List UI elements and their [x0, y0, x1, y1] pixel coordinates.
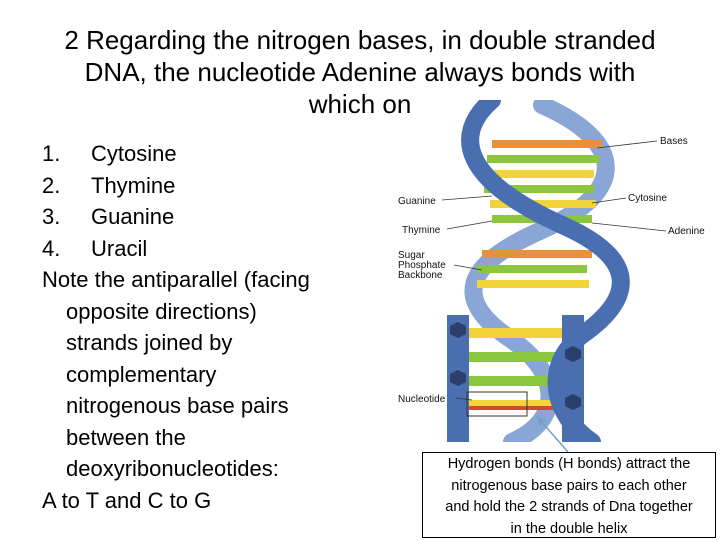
pointer-cytosine — [591, 197, 627, 204]
label-bases: Bases — [660, 136, 688, 147]
note-line-7: deoxyribonucleotides: — [66, 456, 279, 481]
label-cytosine: Cytosine — [628, 193, 667, 204]
title-line-1: 2 Regarding the nitrogen bases, in doubl… — [64, 25, 656, 55]
nucleotide-highlight-box — [466, 391, 528, 417]
option-1[interactable]: 1. Cytosine — [42, 138, 362, 170]
phosphate-groups — [450, 322, 581, 410]
label-adenine: Adenine — [668, 226, 705, 237]
answer-options: 1.Cytosine 2.Thymine 3.Guanine 4.Uracil … — [42, 138, 362, 516]
option-number: 2. — [42, 172, 61, 198]
note-line-6: between the — [66, 424, 186, 450]
label-guanine: Guanine — [398, 196, 436, 207]
note-line-1: Note the antiparallel (facing — [42, 267, 310, 292]
pointer-guanine — [441, 195, 493, 201]
option-text: Cytosine — [91, 141, 177, 166]
backbone-right-column — [562, 315, 584, 442]
option-text: Thymine — [91, 172, 176, 198]
label-thymine: Thymine — [402, 225, 441, 236]
pointer-thymine — [446, 220, 493, 230]
base-pairs-bottom — [460, 328, 568, 410]
option-number: 3. — [42, 204, 61, 229]
note-text: Note the antiparallel (facing opposite d… — [42, 264, 362, 516]
note-line-3: strands joined by — [66, 330, 233, 355]
pointer-backbone — [453, 264, 483, 271]
pointer-adenine — [591, 222, 667, 232]
callout-line-4: in the double helix — [510, 520, 628, 537]
callout-line-2: nitrogenous base pairs to each other — [451, 477, 687, 494]
title-line-3: which on — [308, 89, 412, 119]
label-phosphate: Phosphate — [398, 260, 446, 271]
option-number: 1. — [42, 141, 61, 166]
option-text: Guanine — [91, 204, 175, 229]
note-line-5: nitrogenous base pairs — [66, 393, 289, 418]
option-2[interactable]: 2. Thymine — [42, 170, 362, 202]
dna-helix-diagram: Bases Guanine Cytosine Thymine Adenine S… — [398, 100, 705, 442]
option-4[interactable]: 4. Uracil — [42, 233, 362, 265]
pointer-nucleotide — [455, 397, 473, 401]
question-title: 2 Regarding the nitrogen bases, in doubl… — [20, 24, 700, 120]
backbone-strand-front — [461, 100, 630, 442]
option-text: Uracil — [91, 235, 148, 261]
note-line-8: A to T and C to G — [42, 487, 212, 513]
label-nucleotide: Nucleotide — [398, 394, 446, 405]
hydrogen-bond-callout: Hydrogen bonds (H bonds) attract the nit… — [422, 452, 716, 538]
option-3[interactable]: 3. Guanine — [42, 201, 362, 233]
note-line-2: opposite directions) — [66, 298, 257, 324]
option-number: 4. — [42, 235, 61, 261]
callout-line-3: and hold the 2 strands of Dna together — [445, 499, 693, 515]
label-sugar: Sugar — [398, 250, 425, 261]
pointer-bases — [596, 140, 658, 149]
title-line-2: DNA, the nucleotide Adenine always bonds… — [84, 57, 636, 87]
note-line-4: complementary — [66, 361, 217, 387]
label-backbone: Backbone — [398, 270, 443, 281]
callout-line-1: Hydrogen bonds (H bonds) attract the — [447, 456, 691, 472]
